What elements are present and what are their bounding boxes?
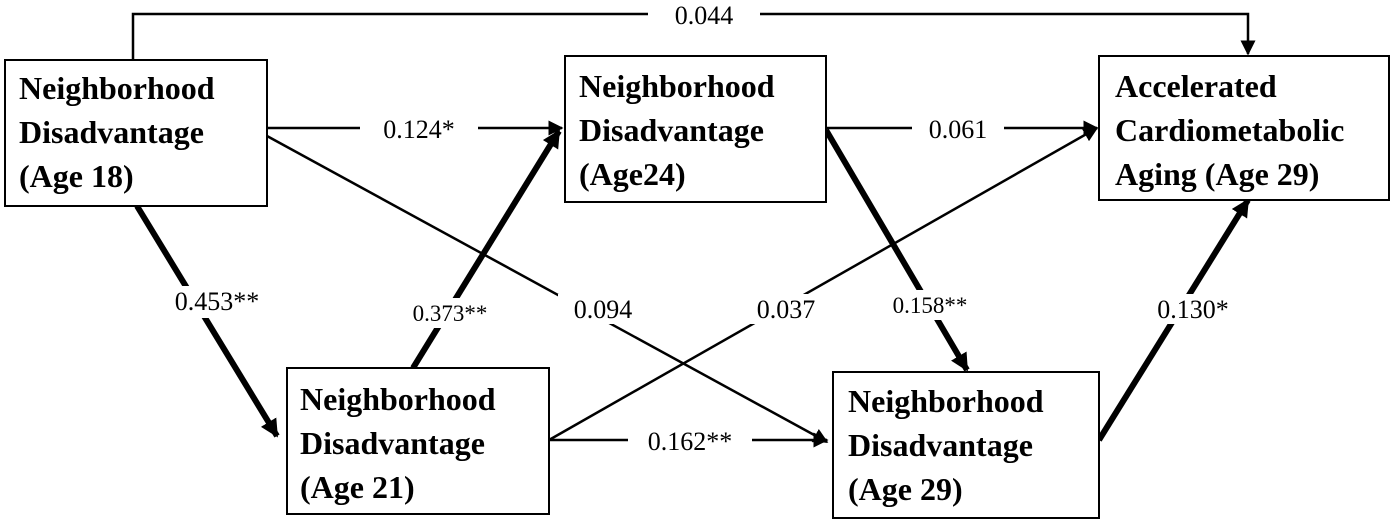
coef-nd18-to-aging: 0.044 <box>675 1 734 30</box>
node-aging: Accelerated Cardiometabolic Aging (Age 2… <box>1098 55 1390 201</box>
node-nd24-line2: Disadvantage <box>579 112 764 148</box>
coef-nd18-to-nd24: 0.124* <box>383 115 455 144</box>
node-nd21-line2: Disadvantage <box>300 425 485 461</box>
node-aging-line3: Aging (Age 29) <box>1115 156 1319 192</box>
coef-nd29-to-aging: 0.130* <box>1157 295 1229 324</box>
path-nd21-to-nd24 <box>410 129 562 370</box>
coef-nd21-to-nd24: 0.373** <box>413 301 488 326</box>
node-nd29-line2: Disadvantage <box>848 427 1033 463</box>
coef-nd18-to-nd21: 0.453** <box>175 287 260 316</box>
node-nd21-line1: Neighborhood <box>300 381 496 417</box>
node-nd18-line1: Neighborhood <box>19 70 215 106</box>
path-nd24-to-nd29 <box>823 128 970 372</box>
node-nd18-line3: (Age 18) <box>19 158 134 194</box>
node-nd29-line1: Neighborhood <box>848 383 1044 419</box>
node-nd24-line3: (Age24) <box>579 156 686 192</box>
coef-nd21-to-nd29: 0.162** <box>648 427 733 456</box>
node-nd29-line3: (Age 29) <box>848 471 963 507</box>
coef-nd21-to-aging: 0.037 <box>757 295 816 324</box>
node-nd21-line3: (Age 21) <box>300 469 415 505</box>
node-nd24-line1: Neighborhood <box>579 68 775 104</box>
node-aging-line2: Cardiometabolic <box>1115 112 1344 148</box>
coef-nd18-to-nd29: 0.094 <box>574 295 633 324</box>
coef-nd24-to-aging: 0.061 <box>929 115 988 144</box>
node-nd29: Neighborhood Disadvantage (Age 29) <box>832 371 1100 519</box>
path-nd21-to-aging <box>548 126 1099 442</box>
node-nd18-line2: Disadvantage <box>19 114 204 150</box>
node-nd18: Neighborhood Disadvantage (Age 18) <box>4 59 268 207</box>
path-nd18-to-nd21 <box>134 204 280 438</box>
node-aging-line1: Accelerated <box>1115 68 1277 104</box>
node-nd24: Neighborhood Disadvantage (Age24) <box>564 55 827 203</box>
node-nd21: Neighborhood Disadvantage (Age 21) <box>286 367 550 515</box>
coef-nd24-to-nd29: 0.158** <box>893 293 968 318</box>
path-nd18-to-nd29 <box>266 134 829 444</box>
